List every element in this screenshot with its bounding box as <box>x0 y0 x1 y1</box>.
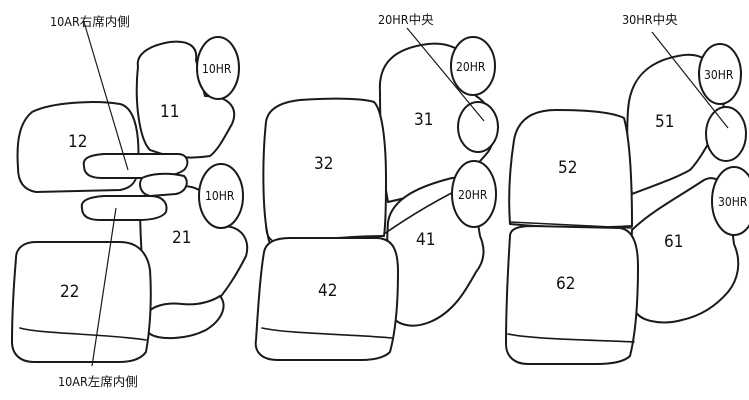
armrest-10ar-right <box>82 153 189 179</box>
label-part-21: 21 <box>172 228 191 248</box>
part-62-seam <box>507 333 635 343</box>
label-part-22: 22 <box>60 282 79 302</box>
headrest-30hr-upper <box>698 43 742 105</box>
label-part-11: 11 <box>160 102 179 122</box>
annotation-20hr-center: 20HR中央 <box>378 12 434 27</box>
label-10hr-lower: 10HR <box>205 189 235 203</box>
headrest-10hr-upper <box>196 36 240 100</box>
annotation-10ar-left-inner: 10AR左席内側 <box>58 374 138 389</box>
part-22-seam <box>19 327 147 341</box>
label-part-52: 52 <box>558 158 577 178</box>
label-part-42: 42 <box>318 281 337 301</box>
headrest-20hr-center <box>457 101 499 153</box>
leader-10ar-left <box>91 207 117 367</box>
label-part-12: 12 <box>68 132 87 152</box>
leader-30hr-center <box>651 31 729 129</box>
part-22-cushion <box>11 241 152 363</box>
headrest-30hr-center <box>705 106 747 162</box>
headrest-10hr-lower <box>198 163 244 229</box>
label-20hr-lower: 20HR <box>458 188 488 202</box>
part-42-cushion <box>254 237 399 361</box>
front-seats-group <box>11 21 249 367</box>
label-part-31: 31 <box>414 110 433 130</box>
part-42-seam <box>261 327 393 339</box>
headrest-20hr-upper <box>450 36 496 96</box>
headrest-20hr-lower <box>451 160 497 228</box>
armrest-lower-link <box>139 172 188 197</box>
label-20hr-upper: 20HR <box>456 60 486 74</box>
second-row-group <box>254 27 499 361</box>
annotation-10ar-right-inner: 10AR右席内側 <box>50 14 130 29</box>
part-52-cushion <box>508 109 633 229</box>
part-62-cushion <box>505 225 639 365</box>
leader-20hr-center <box>406 27 485 122</box>
headrest-30hr-lower <box>711 166 749 236</box>
leader-10ar-right <box>83 21 129 171</box>
third-row-group <box>505 31 749 365</box>
label-10hr-upper: 10HR <box>202 62 232 76</box>
label-part-51: 51 <box>655 112 674 132</box>
label-30hr-upper: 30HR <box>704 68 734 82</box>
label-part-62: 62 <box>556 274 575 294</box>
part-11-seatback <box>135 40 236 159</box>
armrest-10ar-left <box>80 195 168 221</box>
label-part-41: 41 <box>416 230 435 250</box>
annotation-30hr-center: 30HR中央 <box>622 12 678 27</box>
label-part-32: 32 <box>314 154 333 174</box>
label-30hr-lower: 30HR <box>718 195 748 209</box>
label-part-61: 61 <box>664 232 683 252</box>
